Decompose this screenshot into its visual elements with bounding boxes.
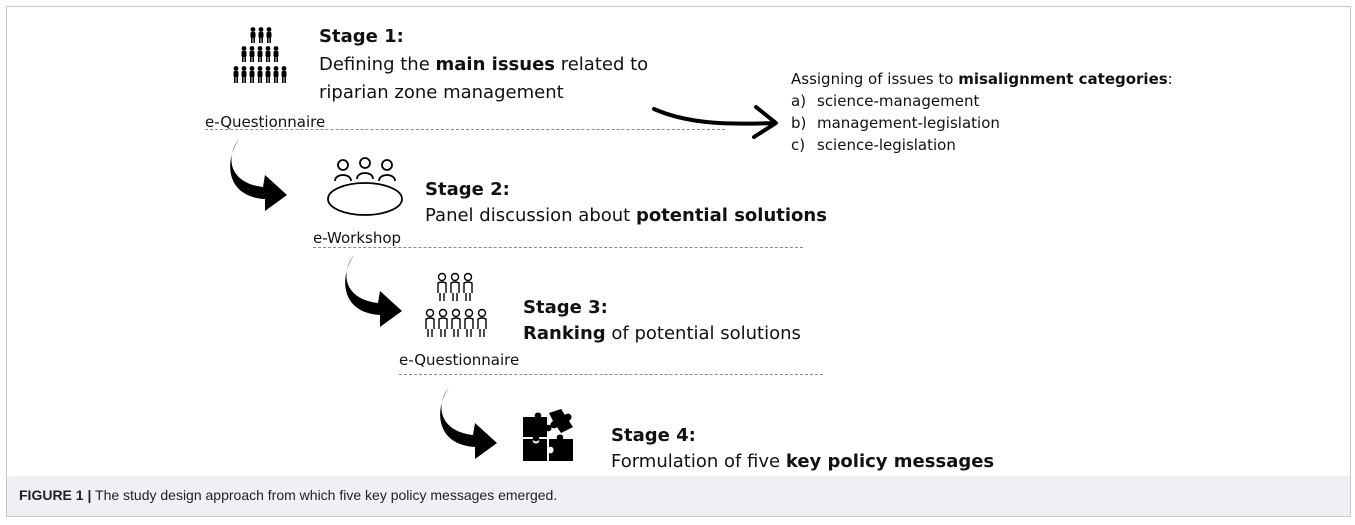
stage-1-emphasis: main issues	[435, 54, 556, 75]
figure-caption: FIGURE 1 | The study design approach fro…	[19, 487, 557, 503]
group-people-outline-icon	[425, 272, 487, 337]
category-item-a: a)science-management	[791, 92, 980, 110]
stage-1-description-line-2: riparian zone management	[319, 82, 564, 103]
stage-3-divider	[399, 374, 823, 375]
stage-3-description: Ranking of potential solutions	[523, 323, 801, 344]
curved-arrow-icon	[230, 139, 287, 211]
stage-2-emphasis: potential solutions	[635, 205, 827, 226]
stage-1-title: Stage 1:	[319, 26, 404, 47]
curved-arrow-icon	[345, 255, 402, 327]
assign-heading: Assigning of issues to misalignment cate…	[791, 70, 1173, 88]
stage-3-title: Stage 3:	[523, 297, 608, 318]
stage-2-method-label: e-Workshop	[313, 229, 402, 247]
stage-2-description: Panel discussion about potential solutio…	[425, 205, 827, 226]
right-arrow-icon	[652, 105, 778, 139]
figure-panel: e-Questionnaire Stage 1: Defining the ma…	[6, 6, 1351, 477]
meeting-table-icon	[327, 157, 403, 216]
stage-1-description-line-1: Defining the main issues related to	[319, 54, 649, 75]
stage-3-emphasis: Ranking	[523, 323, 606, 344]
curved-arrow-icon	[440, 387, 497, 459]
category-item-b: b)management-legislation	[791, 114, 1000, 132]
caption-bar: FIGURE 1 | The study design approach fro…	[6, 476, 1351, 517]
stage-4-title: Stage 4:	[611, 425, 696, 446]
stage-1-method-label: e-Questionnaire	[205, 113, 326, 131]
stage-2-title: Stage 2:	[425, 179, 510, 200]
crowd-people-icon	[233, 27, 287, 83]
stage-2-divider	[313, 247, 803, 248]
stage-4-description: Formulation of five key policy messages	[611, 451, 995, 472]
assign-emphasis: misalignment categories	[958, 70, 1168, 88]
category-item-c: c)science-legislation	[791, 136, 956, 154]
puzzle-pieces-icon	[523, 409, 573, 461]
stage-1-divider	[205, 129, 725, 130]
stage-3-method-label: e-Questionnaire	[399, 351, 520, 369]
caption-text: The study design approach from which fiv…	[91, 487, 558, 503]
stage-4-emphasis: key policy messages	[785, 451, 995, 472]
figure-label: FIGURE 1 |	[19, 487, 92, 503]
